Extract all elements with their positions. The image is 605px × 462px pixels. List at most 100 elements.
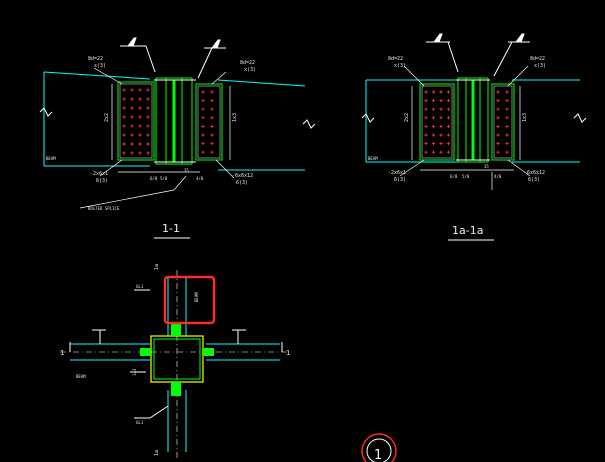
bolt-symbol [130, 115, 134, 119]
highlight-selection-box[interactable] [163, 275, 216, 325]
section-mark-left: 1 [60, 349, 64, 357]
bolt-symbol [146, 151, 150, 155]
anno-bottom-left-sub: 6(3) [96, 178, 108, 184]
bolt-symbol [505, 107, 509, 111]
bolt-symbol [146, 106, 150, 110]
bolt-symbol [505, 133, 509, 137]
bolt-group-right [201, 90, 214, 154]
bolt-symbol [122, 106, 126, 110]
bolt-symbol [138, 115, 142, 119]
connection-plates [140, 322, 214, 396]
bolt-symbol [130, 142, 134, 146]
anno-bottom-right: -6x6x12 [232, 173, 253, 179]
bolt-symbol [439, 99, 443, 103]
bolt-symbol [446, 142, 451, 146]
weld-flag-left-1a [426, 33, 459, 73]
bolt-symbol [201, 142, 205, 146]
bolt-symbol [439, 116, 443, 120]
callout-number: 1 [374, 448, 382, 462]
dim-right-depth: 1x3 [232, 113, 238, 122]
bolt-symbol [496, 124, 500, 128]
anno-top-right: 8d=22 [240, 60, 255, 66]
dim-left-depth: 2x2 [104, 113, 110, 122]
bolt-symbol [431, 116, 436, 120]
small-dim-3: 4/0 [196, 176, 204, 181]
bolt-symbol [431, 150, 436, 154]
break-line-left [39, 107, 53, 117]
label-column-side: 1/3 [132, 368, 137, 376]
anno-top-left: 8d=22 [88, 56, 103, 62]
left-splice-plate-1a [419, 83, 455, 161]
bolt-symbol [201, 124, 205, 128]
bolt-symbol [439, 124, 443, 128]
bolt-symbol [431, 99, 436, 103]
bolt-symbol [210, 133, 214, 137]
detail-1a-1a: 8d=22 x(3) 8d=22 x(3) -2x6x1 6(3) -6x6x1… [361, 33, 587, 241]
detail-callout[interactable]: 1 [361, 433, 397, 462]
bolt-symbol [424, 142, 428, 146]
anno-bottom-left-1a: -2x6x1 [388, 170, 406, 176]
bolt-group-left-1a [424, 90, 451, 154]
bolt-symbol [130, 106, 134, 110]
bolt-symbol [210, 150, 214, 154]
bolt-symbol [130, 97, 134, 101]
bolt-symbol [505, 99, 509, 103]
bolt-symbol [210, 124, 214, 128]
bolt-symbol [138, 97, 142, 101]
bottom-note: BOLTED SPLICE [88, 206, 120, 211]
anno-bottom-right-1a: -6x6x12 [524, 170, 545, 176]
left-beam-note-1a: BEAM [368, 156, 378, 161]
bolt-symbol [146, 142, 150, 146]
bolt-symbol [130, 151, 134, 155]
anno-top-left-sub: x(3) [94, 63, 106, 69]
detail-title-1-1: 1-1 [162, 222, 180, 235]
bolt-symbol [210, 90, 214, 94]
bolt-symbol [201, 116, 205, 120]
small-dim-4-1a: 35 [484, 164, 489, 169]
bolt-symbol [424, 116, 428, 120]
left-beam [43, 71, 151, 167]
section-mark-bottom: 1a [154, 450, 160, 456]
anno-bottom-left-sub-1a: 6(3) [394, 177, 406, 183]
bolt-symbol [122, 133, 126, 137]
bolt-symbol [446, 99, 451, 103]
label-top-left: GL1 [136, 284, 144, 289]
bolt-symbol [431, 90, 436, 94]
bolt-symbol [201, 99, 205, 103]
plan-view: 1 1 1a 1a GL1 BEAM GL1 BEAM 1/3 [60, 264, 290, 460]
bolt-symbol [122, 88, 126, 92]
anno-top-right-sub-1a: x(3) [534, 63, 546, 69]
bolt-symbol [446, 124, 451, 128]
bolt-symbol [431, 142, 436, 146]
bolt-symbol [210, 116, 214, 120]
right-beam [217, 79, 306, 171]
label-bottom-left: GL1 [136, 420, 144, 425]
bolt-symbol [138, 88, 142, 92]
bolt-symbol [439, 107, 443, 111]
break-line-right-1a [573, 113, 587, 123]
bolt-symbol [446, 90, 451, 94]
bolt-symbol [146, 115, 150, 119]
bolt-symbol [439, 90, 443, 94]
bolt-symbol [496, 116, 500, 120]
section-mark-top: 1a [154, 264, 160, 270]
right-splice-plate-1a [491, 83, 515, 161]
anno-top-left-sub-1a: x(3) [394, 63, 406, 69]
bolt-symbol [201, 133, 205, 137]
label-left-beam: BEAM [76, 374, 86, 379]
dim-left-depth-1a: 2x2 [404, 113, 410, 122]
bolt-symbol [146, 88, 150, 92]
bolt-symbol [446, 107, 451, 111]
bolt-symbol [439, 150, 443, 154]
bolt-symbol [505, 116, 509, 120]
right-splice-plate [195, 83, 223, 161]
break-line-right [302, 119, 316, 129]
bolt-symbol [201, 107, 205, 111]
bolt-symbol [122, 142, 126, 146]
section-mark-right: 1 [286, 349, 290, 357]
bolt-symbol [505, 124, 509, 128]
bolt-symbol [496, 133, 500, 137]
bolt-symbol [146, 97, 150, 101]
bolt-symbol [210, 107, 214, 111]
